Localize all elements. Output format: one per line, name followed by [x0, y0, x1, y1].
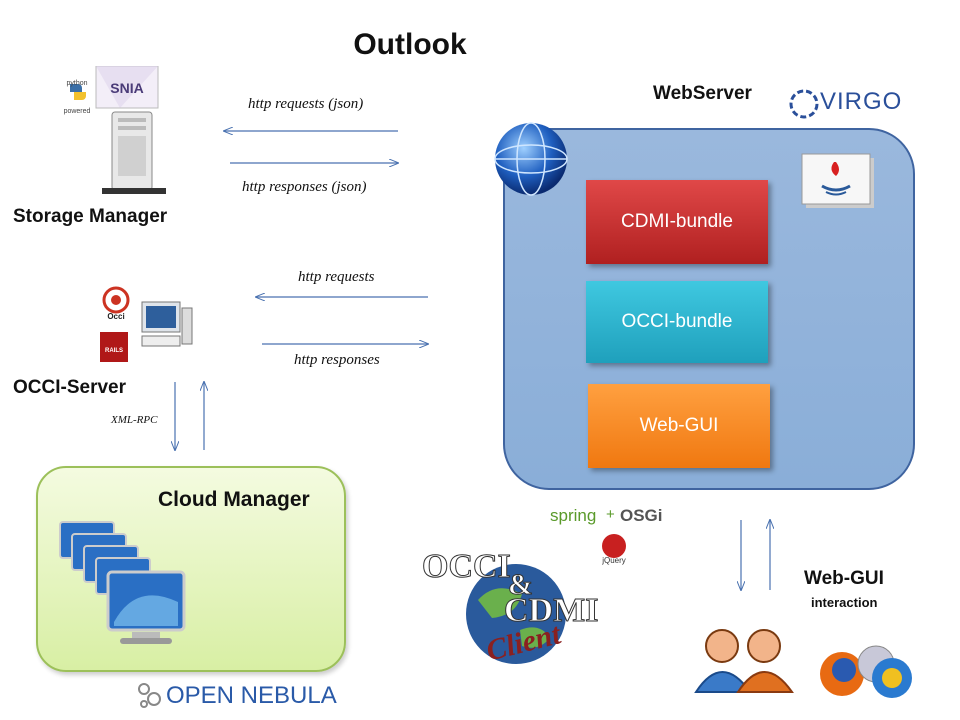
virgo-logo-text: VIRGO: [820, 88, 903, 115]
webserver-label: WebServer: [653, 83, 752, 104]
users-icon: [692, 622, 796, 694]
storage-manager-node: SNIA python powered: [60, 66, 180, 206]
client-logo-occi: OCCI: [422, 548, 512, 586]
opennebula-logo: OPEN NEBULA: [136, 680, 346, 714]
web-gui-bundle: Web-GUI: [588, 384, 770, 468]
spring-osgi-logo: spring + OSGi: [548, 498, 688, 528]
client-logo-ampersand: &: [508, 568, 534, 602]
virgo-swirl-icon: [789, 89, 819, 119]
occi-bundle: OCCI-bundle: [586, 281, 768, 363]
plus-text: +: [606, 506, 615, 523]
xml-rpc-label: XML-RPC: [111, 414, 158, 426]
jquery-icon: [602, 534, 626, 558]
occi-logo-text: Occi: [107, 312, 125, 321]
jquery-logo-text: jQuery: [602, 556, 626, 565]
jquery-logo: jQuery: [594, 532, 634, 568]
osgi-logo-text: OSGi: [620, 506, 663, 525]
web-gui-interaction-label: Web-GUI: [804, 568, 884, 589]
opennebula-logo-text: OPEN NEBULA: [166, 682, 337, 709]
vm-stack-icon: [56, 518, 196, 650]
python-logo-text: python powered: [63, 80, 91, 115]
client-logo-cdmi: CDMI: [503, 592, 599, 630]
occi-response-label: http responses: [294, 352, 380, 368]
java-icon: [800, 150, 878, 210]
spring-logo-text: spring: [550, 506, 597, 525]
rails-logo-text: RAILS: [105, 348, 123, 354]
globe-icon: [492, 120, 570, 198]
occi-server-label: OCCI-Server: [13, 377, 126, 398]
occi-cdmi-client-logo: OCCI & CDMI Client: [420, 540, 630, 680]
web-gui-interaction-sublabel: interaction: [811, 595, 878, 610]
storage-request-label: http requests (json): [248, 96, 364, 112]
occi-server-node: Occi RAILS: [96, 286, 196, 370]
snia-logo-text: SNIA: [110, 80, 144, 96]
occi-request-label: http requests: [298, 269, 375, 285]
occi-server-icon: [100, 286, 193, 362]
storage-server-icon: [62, 66, 166, 194]
virgo-logo: VIRGO: [788, 84, 901, 124]
browsers-icon: [818, 640, 914, 700]
storage-response-label: http responses (json): [242, 179, 367, 195]
storage-manager-label: Storage Manager: [13, 206, 168, 227]
opennebula-circles-icon: [138, 683, 161, 708]
page-title: Outlook: [353, 28, 467, 61]
client-globe-icon: [466, 564, 566, 664]
cloud-manager-label: Cloud Manager: [158, 488, 310, 511]
cdmi-bundle: CDMI-bundle: [586, 180, 768, 264]
